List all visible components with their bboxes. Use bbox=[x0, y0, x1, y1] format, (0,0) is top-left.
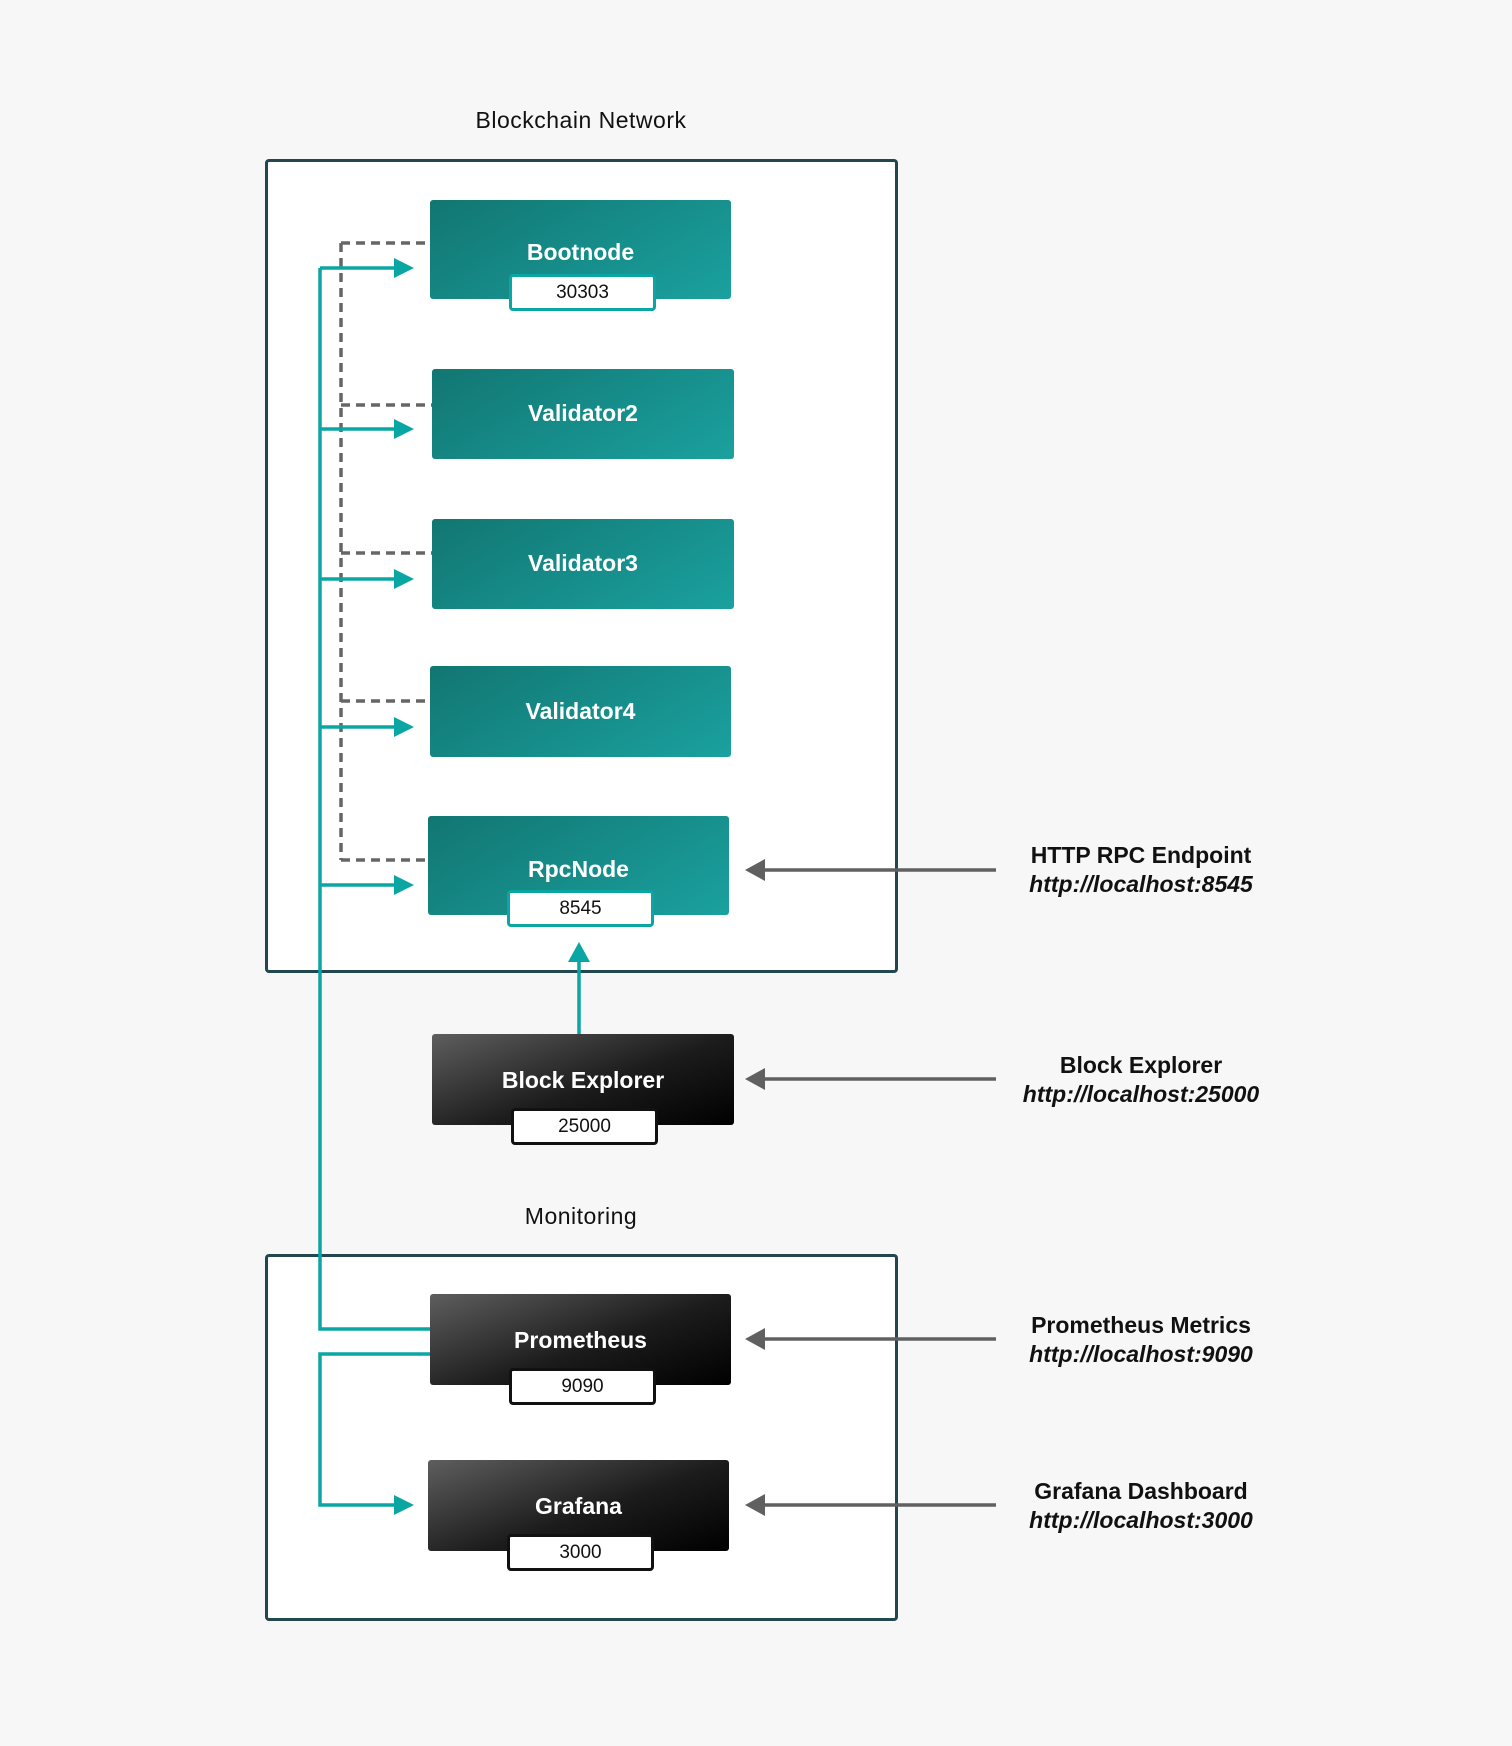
validator2-node: Validator2 bbox=[432, 369, 734, 459]
prometheus-scrape-lines bbox=[318, 266, 581, 1507]
dashed-peer-lines bbox=[339, 241, 432, 862]
node-label: Validator2 bbox=[528, 400, 638, 426]
teal-arrowheads bbox=[394, 258, 590, 1515]
node-label: RpcNode bbox=[528, 856, 629, 882]
endpoint-title: HTTP RPC Endpoint bbox=[1030, 842, 1252, 868]
blockchain-network-title: Blockchain Network bbox=[475, 107, 687, 133]
validator4-node: Validator4 bbox=[430, 666, 731, 757]
endpoint-http-rpc: HTTP RPC Endpoint http://localhost:8545 bbox=[981, 841, 1301, 899]
arrow-to-validator4 bbox=[394, 717, 414, 737]
node-label: Bootnode bbox=[526, 239, 635, 265]
node-label: Block Explorer bbox=[501, 1067, 665, 1093]
endpoint-grafana: Grafana Dashboard http://localhost:3000 bbox=[981, 1477, 1301, 1535]
arrow-to-validator2 bbox=[394, 419, 414, 439]
endpoint-url[interactable]: http://localhost:25000 bbox=[1022, 1081, 1260, 1107]
node-label: Grafana bbox=[535, 1493, 622, 1519]
endpoint-title: Block Explorer bbox=[1059, 1052, 1223, 1078]
arrow-explorer-to-rpc bbox=[568, 942, 590, 962]
endpoint-prometheus: Prometheus Metrics http://localhost:9090 bbox=[981, 1311, 1301, 1369]
arrow-to-validator3 bbox=[394, 569, 414, 589]
node-label: Validator3 bbox=[528, 550, 638, 576]
monitoring-title: Monitoring bbox=[524, 1203, 638, 1229]
node-label: Validator4 bbox=[525, 698, 636, 724]
external-access-arrows bbox=[745, 859, 996, 1516]
rpcnode-port: 8545 bbox=[507, 890, 654, 927]
endpoint-title: Prometheus Metrics bbox=[1031, 1312, 1251, 1338]
endpoint-url[interactable]: http://localhost:8545 bbox=[1029, 871, 1253, 897]
prometheus-port: 9090 bbox=[509, 1368, 656, 1405]
endpoint-title: Grafana Dashboard bbox=[1034, 1478, 1248, 1504]
endpoint-url[interactable]: http://localhost:3000 bbox=[1029, 1507, 1253, 1533]
arrow-to-grafana bbox=[394, 1495, 414, 1515]
arrow-to-rpcnode bbox=[394, 875, 414, 895]
endpoint-url[interactable]: http://localhost:9090 bbox=[1029, 1341, 1253, 1367]
grafana-port: 3000 bbox=[507, 1534, 654, 1571]
bootnode-port: 30303 bbox=[509, 274, 656, 311]
block-explorer-port: 25000 bbox=[511, 1108, 658, 1145]
node-label: Prometheus bbox=[514, 1327, 647, 1353]
endpoint-block-explorer: Block Explorer http://localhost:25000 bbox=[981, 1051, 1301, 1109]
validator3-node: Validator3 bbox=[432, 519, 734, 609]
arrow-to-bootnode bbox=[394, 258, 414, 278]
